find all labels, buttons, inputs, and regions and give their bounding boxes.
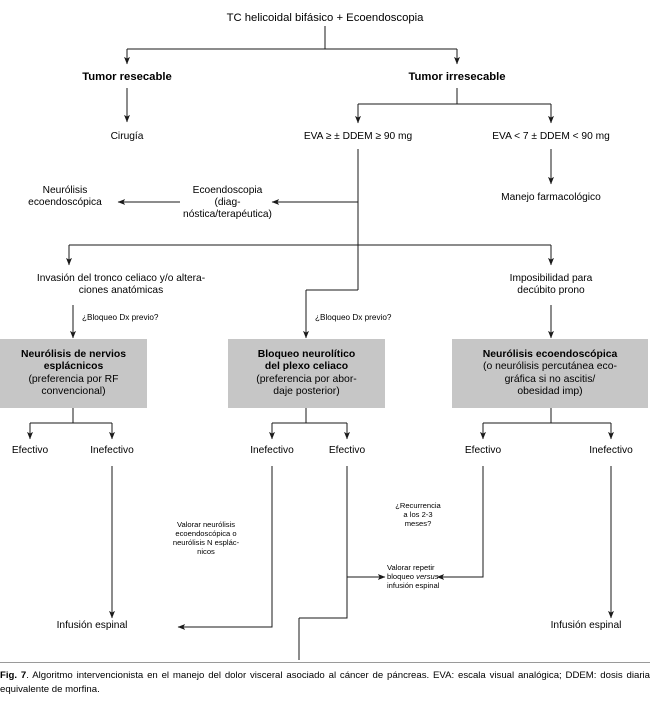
node-cirugia: Cirugía [110,131,144,142]
node-neurolisis-line1: Neurólisis [42,185,88,196]
repeat-line2-emphasis: versus [416,571,439,581]
node-tumor-irresecable: Tumor irresecable [408,71,506,83]
eus-sub-line3: obesidad imp) [517,385,583,397]
node-invasion-line1: Invasión del tronco celiaco y/o altera- [36,273,206,284]
node-root: TC helicoidal bifásico + Ecoendoscopia [226,12,424,24]
caption-figure-body: . Algoritmo intervencionista en el manej… [0,670,650,695]
splanchnic-sub-line2: convencional) [41,385,106,397]
node-prono-line2: decúbito prono [517,285,585,297]
node-neurolisis-line2: ecoendoscópica [28,197,102,209]
node-prono-line1: Imposibilidad para [509,273,593,284]
node-ecoendoscopia-line2: nóstica/terapéutica) [183,209,272,221]
caption-text: Fig. 7. Algoritmo intervencionista en el… [0,669,650,697]
outcome-left-effective: Efectivo [11,445,49,456]
repeat-line3: infusión espinal [387,580,440,590]
node-ecoendoscopia: Ecoendoscopia (diag- nóstica/terapéutica… [180,185,275,221]
label-bloqueo-dx-previo-left: ¿Bloqueo Dx previo? [82,313,159,322]
repeat-line2: bloqueo versus [387,571,479,582]
celiac-sub-line2: daje posterior) [273,385,340,397]
outcome-left-ineffective: Inefectivo [90,445,134,456]
assess-line3: neurólisis N esplác- [172,537,240,547]
node-manejo-farmacologico: Manejo farmacológico [501,192,601,203]
caption-figure-label: Fig. 7 [0,670,27,681]
repeat-line1: Valorar repetir [387,563,435,572]
repeat-line2-text: bloqueo [387,571,417,581]
celiac-sub-line1: (preferencia por abor- [256,373,357,385]
outcome-mid-ineffective: Inefectivo [250,445,294,456]
node-eva-low: EVA < 7 ± DDEM < 90 mg [492,131,610,142]
node-invasion-line2: ciones anatómicas [78,285,164,297]
recurrence-line3: meses? [404,518,432,528]
outcome-mid-effective: Efectivo [328,445,366,456]
eus-sub-line1: (o neurólisis percutánea eco- [482,361,617,373]
label-bloqueo-dx-previo-mid: ¿Bloqueo Dx previo? [315,313,392,322]
treatment-box-celiac-plexus[interactable]: Bloqueo neurolítico del plexo celiaco (p… [228,339,385,408]
outcome-right-ineffective: Inefectivo [589,445,633,456]
node-ecoendoscopia-line1: Ecoendoscopia (diag- [192,185,263,209]
terminal-infusion-espinal-right: Infusión espinal [550,620,622,631]
treatment-box-splanchnic[interactable]: Neurólisis de nervios esplácnicos (prefe… [0,339,147,408]
assess-line2: ecoendoscópica o [175,528,237,538]
splanchnic-title-line2: esplácnicos [43,361,104,373]
node-invasion-tronco-celiaco: Invasión del tronco celiaco y/o altera- … [6,273,236,297]
node-tumor-resecable: Tumor resecable [82,71,172,83]
node-eva-high: EVA ≥ ± DDEM ≥ 90 mg [303,131,413,142]
outcome-right-effective: Efectivo [464,445,502,456]
treatment-box-eus-neurolysis[interactable]: Neurólisis ecoendoscópica (o neurólisis … [452,339,648,408]
celiac-title-line1: Bloqueo neurolítico [257,348,356,360]
splanchnic-title-line1: Neurólisis de nervios [20,348,127,360]
recurrence-line2: a los 2-3 [403,509,433,519]
annotation-valorar-repetir: Valorar repetir bloqueo versus infusión … [387,563,479,591]
node-neurolisis-ecoendoscopica: Neurólisis ecoendoscópica [12,185,118,209]
terminal-infusion-espinal-left: Infusión espinal [56,620,128,631]
node-imposibilidad-decubito-prono: Imposibilidad para decúbito prono [471,273,631,297]
recurrence-line1: ¿Recurrencia [395,501,441,510]
eus-sub-line2: gráfica si no ascitis/ [504,373,596,385]
assess-line4: nicos [197,546,215,556]
annotation-valorar-neurolisis: Valorar neurólisis ecoendoscópica o neur… [146,520,266,557]
splanchnic-sub-line1: (preferencia por RF [28,373,119,385]
caption-divider [0,662,650,663]
assess-line1: Valorar neurólisis [176,520,236,529]
eus-title-line1: Neurólisis ecoendoscópica [482,348,618,360]
annotation-recurrencia: ¿Recurrencia a los 2-3 meses? [376,501,460,529]
celiac-title-line2: del plexo celiaco [264,361,349,373]
